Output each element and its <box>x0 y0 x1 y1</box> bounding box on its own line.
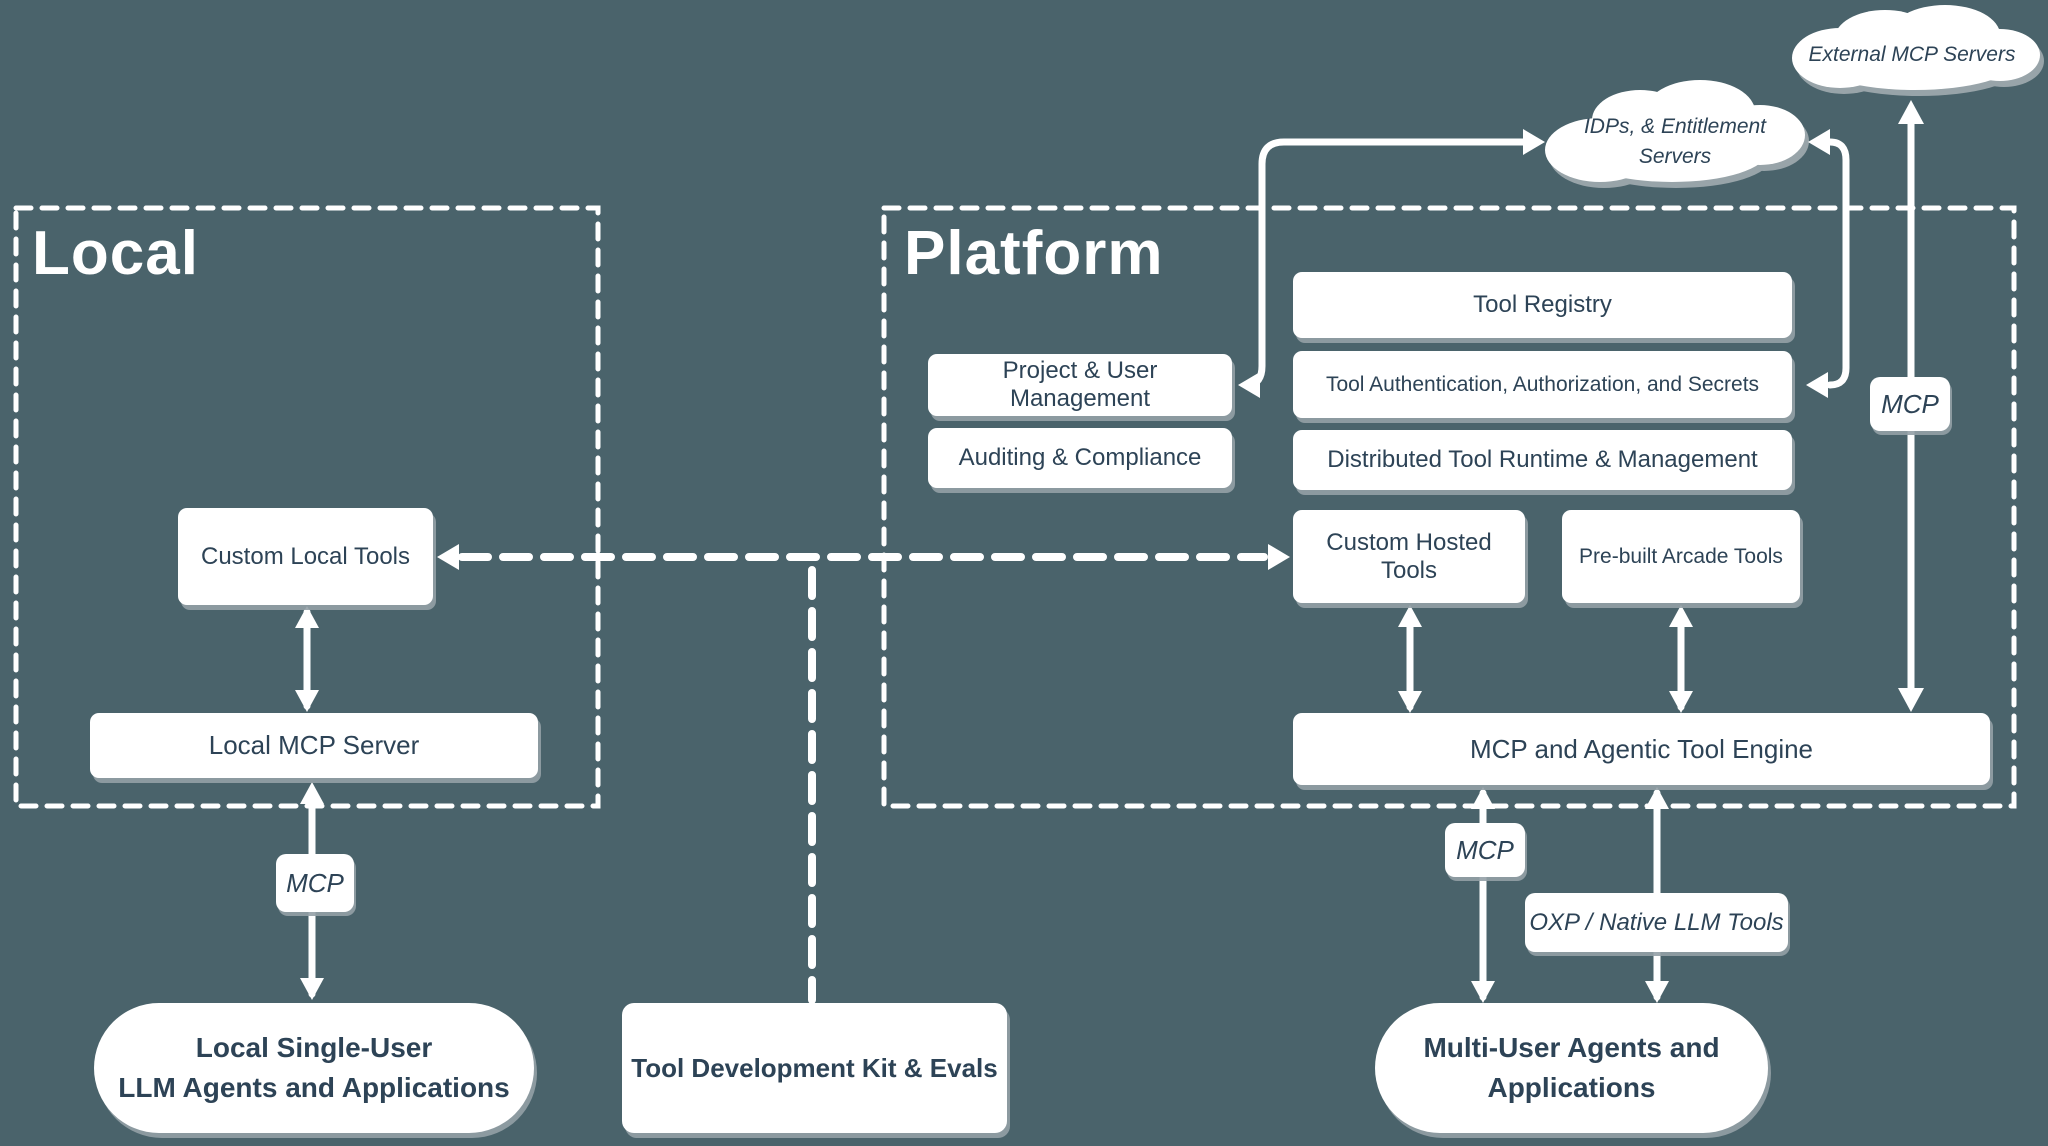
mcp-label-local: MCP <box>276 854 354 912</box>
mcp-label-engine: MCP <box>1445 823 1525 877</box>
distributed-runtime-box: Distributed Tool Runtime & Management <box>1293 430 1792 490</box>
multi-user-agents-pill: Multi-User Agents and Applications <box>1375 1003 1768 1133</box>
arrow-heads <box>295 100 1924 1003</box>
custom-local-tools-box: Custom Local Tools <box>178 508 433 605</box>
idps-cloud-label-line2: Servers <box>1638 145 1712 168</box>
multi-user-line1: Multi-User Agents and <box>1423 1032 1720 1063</box>
tool-auth-box: Tool Authentication, Authorization, and … <box>1293 351 1792 418</box>
tool-dev-kit-box: Tool Development Kit & Evals <box>622 1003 1007 1133</box>
local-agents-line1: Local Single-User <box>195 1032 433 1063</box>
oxp-native-llm-label: OXP / Native LLM Tools <box>1525 893 1788 952</box>
external-cloud <box>1792 5 2040 90</box>
multi-user-line2: Applications <box>1487 1072 1656 1103</box>
local-title: Local <box>32 219 199 288</box>
dashed-connector-lines <box>458 553 1268 1004</box>
elbow-toolauth-idps <box>1826 138 1850 389</box>
external-cloud-label: External MCP Servers <box>1808 43 2016 66</box>
auditing-compliance-box: Auditing & Compliance <box>928 428 1232 488</box>
platform-title: Platform <box>904 219 1164 288</box>
idps-cloud <box>1545 80 1805 182</box>
project-user-management-box: Project & User Management <box>928 354 1232 416</box>
engine-box: MCP and Agentic Tool Engine <box>1293 713 1990 785</box>
idps-cloud-label-line1: IDPs, & Entitlement <box>1583 115 1767 138</box>
mcp-label-external: MCP <box>1870 377 1950 431</box>
local-container-border <box>13 205 601 809</box>
tool-registry-box: Tool Registry <box>1293 272 1792 338</box>
idps-cloud-label: IDPs, & Entitlement Servers <box>1545 112 1805 172</box>
elbow-projectmgmt-idps <box>1244 138 1540 389</box>
custom-hosted-tools-box: Custom Hosted Tools <box>1293 510 1525 603</box>
local-agents-line2: LLM Agents and Applications <box>118 1072 510 1103</box>
local-mcp-server-box: Local MCP Server <box>90 713 538 778</box>
platform-container-border <box>881 205 2017 809</box>
prebuilt-arcade-tools-box: Pre-built Arcade Tools <box>1562 510 1800 603</box>
local-agents-pill: Local Single-User LLM Agents and Applica… <box>94 1003 534 1133</box>
